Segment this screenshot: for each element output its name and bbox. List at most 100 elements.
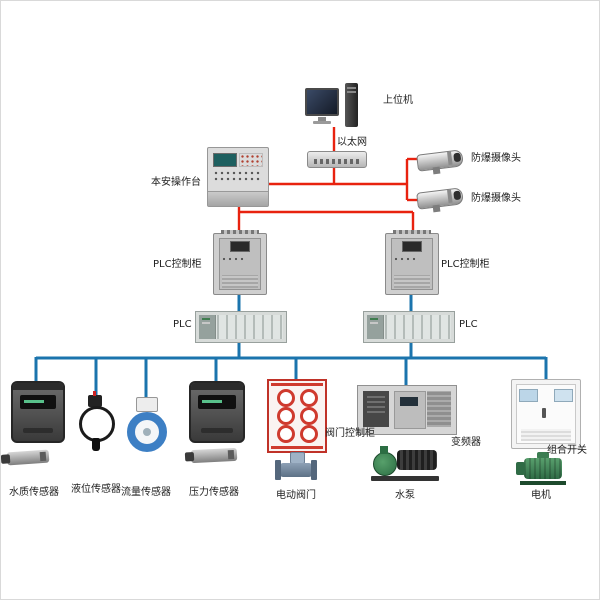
switch-ports: [314, 159, 360, 164]
label-plc-right: PLC: [459, 319, 478, 330]
motor-body: [524, 458, 562, 479]
host-pc-device: [305, 83, 363, 129]
label-combo-switch: 组合开关: [547, 445, 587, 456]
label-valve-cabinet: 阀门控制柜: [325, 428, 375, 439]
valve-handwheel-icon: [299, 407, 318, 425]
sensor-cap: [191, 383, 243, 390]
cabinet-window: [554, 389, 573, 402]
monitor-stand: [318, 117, 326, 121]
sensor-latch: [23, 428, 53, 433]
pressure-probe: [190, 447, 238, 464]
ethernet-switch-device: [307, 151, 367, 168]
label-plc-left: PLC: [173, 319, 192, 330]
cabinet-window: [230, 241, 250, 252]
vfd-cabinet-device: [357, 385, 457, 435]
combo-switch-cabinet-device: [511, 379, 581, 449]
field-network-lines: [34, 293, 548, 399]
plc-cpu-module: [367, 315, 384, 339]
camera-ring: [447, 189, 453, 203]
valve-handwheel-icon: [299, 389, 318, 407]
motor-junction-box: [537, 452, 549, 459]
camera-mount: [432, 204, 441, 213]
valve-control-cabinet-device: [267, 379, 327, 453]
label-vfd: 变频器: [451, 437, 481, 448]
flow-sensor-head: [136, 397, 158, 412]
monitor-base: [313, 121, 331, 124]
console-keypad: [239, 153, 263, 167]
label-ethernet: 以太网: [337, 137, 367, 148]
cabinet-window: [519, 389, 538, 402]
plc-cabinet-right: [385, 230, 439, 295]
electric-valve-device: [271, 451, 321, 481]
motor-device: [513, 452, 569, 485]
sensor-cap: [13, 383, 63, 390]
sensor-display: [198, 395, 236, 409]
valve-handwheel-icon: [276, 407, 295, 425]
label-level-sensor: 液位传感器: [71, 484, 121, 495]
camera-body-icon: [416, 187, 464, 210]
pressure-sensor-device: [189, 381, 245, 443]
console-screen: [213, 153, 237, 167]
label-host-pc: 上位机: [383, 95, 413, 106]
label-flow-sensor: 流量传感器: [121, 487, 171, 498]
cabinet-indicators: [393, 256, 419, 262]
valve-handwheels: [274, 389, 320, 443]
flow-sensor-body: [127, 412, 167, 452]
camera-body-icon: [416, 149, 464, 172]
label-console: 本安操作台: [151, 177, 201, 188]
label-plc-cabinet-left: PLC控制柜: [153, 259, 202, 270]
plc-rack-left: [195, 311, 287, 343]
camera-lens-icon: [453, 190, 462, 201]
cabinet-vents: [222, 275, 258, 288]
water-pump-device: [371, 445, 439, 481]
console-base: [208, 191, 268, 206]
vfd-panel-display: [394, 391, 426, 429]
label-pressure-sensor: 压力传感器: [189, 487, 239, 498]
label-plc-cabinet-right: PLC控制柜: [441, 259, 490, 270]
operator-console-device: [207, 147, 269, 207]
flow-sensor-device: [125, 397, 169, 452]
camera-lens-icon: [453, 152, 462, 163]
valve-cabinet-frame: [271, 446, 323, 449]
valve-cabinet-frame: [271, 383, 323, 386]
valve-handwheel-icon: [276, 389, 295, 407]
camera-ring: [447, 151, 453, 165]
explosion-proof-camera-bottom: [415, 185, 469, 213]
valve-handwheel-icon: [299, 425, 318, 443]
plc-rack-right: [363, 311, 455, 343]
control-network-lines: [237, 127, 421, 233]
camera-mount: [432, 166, 441, 175]
valve-handwheel-icon: [276, 425, 295, 443]
motor-shaft-end: [516, 462, 525, 475]
label-camera-bottom: 防爆摄像头: [471, 193, 521, 204]
cabinet-vents: [394, 275, 430, 288]
pc-tower-icon: [345, 83, 358, 127]
valve-body: [275, 460, 317, 480]
label-water-pump: 水泵: [395, 490, 415, 501]
label-electric-valve: 电动阀门: [276, 490, 316, 501]
label-motor: 电机: [531, 490, 551, 501]
level-sensor-device: [75, 391, 117, 451]
plc-cabinet-left: [213, 230, 267, 295]
label-water-quality-sensor: 水质传感器: [9, 487, 59, 498]
vfd-panel-dark: [363, 391, 389, 427]
level-sensor-cable: [79, 406, 115, 442]
pump-volute: [373, 446, 397, 476]
monitor-icon: [305, 88, 339, 116]
cabinet-window: [402, 241, 422, 252]
water-quality-sensor-device: [11, 381, 65, 443]
pump-motor: [397, 450, 437, 470]
sensor-display: [20, 395, 56, 409]
explosion-proof-camera-top: [415, 147, 469, 175]
level-sensor-head: [88, 391, 102, 407]
pump-base: [371, 476, 439, 481]
sensor-latch: [201, 428, 233, 433]
label-camera-top: 防爆摄像头: [471, 153, 521, 164]
cabinet-indicators: [221, 256, 247, 262]
level-sensor-probe: [92, 438, 100, 451]
cabinet-handle: [542, 408, 546, 418]
console-buttons: [213, 170, 261, 183]
plc-cpu-module: [199, 315, 216, 339]
